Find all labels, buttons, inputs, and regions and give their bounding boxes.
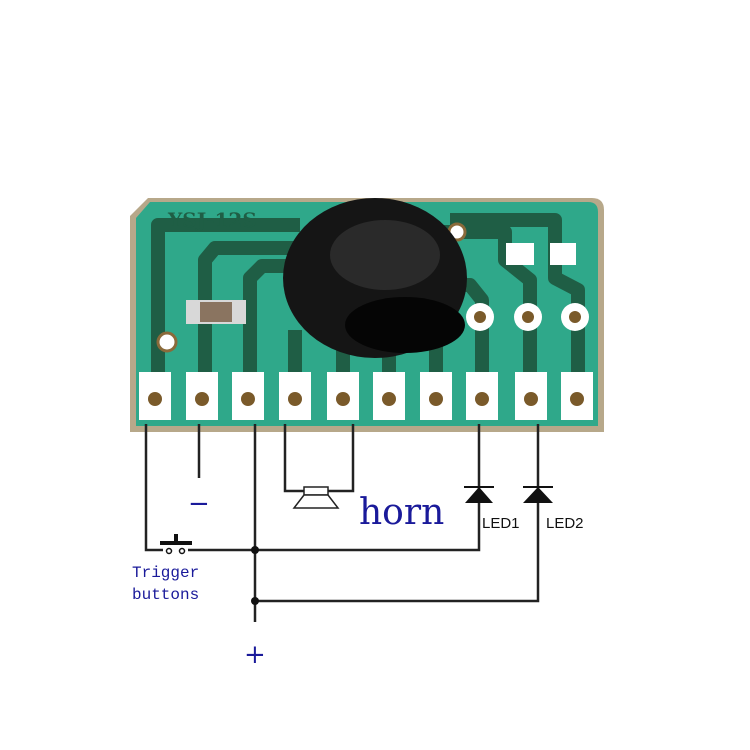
pin-hole	[524, 392, 538, 406]
trigger-label-line1: Trigger	[132, 564, 199, 582]
pin-hole	[195, 392, 209, 406]
pin-hole	[429, 392, 443, 406]
led2-label: LED2	[546, 515, 584, 532]
pcb-board: YSJ-12S	[130, 198, 604, 432]
led2-diode-icon	[523, 486, 553, 503]
led1-diode-icon	[464, 486, 494, 503]
pin-hole	[336, 392, 350, 406]
junction-dot	[251, 546, 259, 554]
horn-label: horn	[359, 492, 444, 533]
pin-hole	[148, 392, 162, 406]
pin-hole	[475, 392, 489, 406]
pin-hole	[241, 392, 255, 406]
pin-hole	[288, 392, 302, 406]
push-button-switch-icon	[160, 534, 192, 555]
plus-label: +	[244, 640, 266, 670]
pin-pads	[139, 372, 593, 420]
top-right-holes	[466, 303, 589, 331]
minus-label: −	[188, 489, 210, 519]
pin-hole	[382, 392, 396, 406]
junction-dot	[251, 597, 259, 605]
board-label: YSJ-12S	[167, 208, 257, 232]
pin-hole	[570, 392, 584, 406]
trigger-label-line2: buttons	[132, 586, 199, 604]
wires	[144, 424, 540, 622]
speaker-icon	[292, 486, 340, 509]
led1-label: LED1	[482, 515, 520, 532]
